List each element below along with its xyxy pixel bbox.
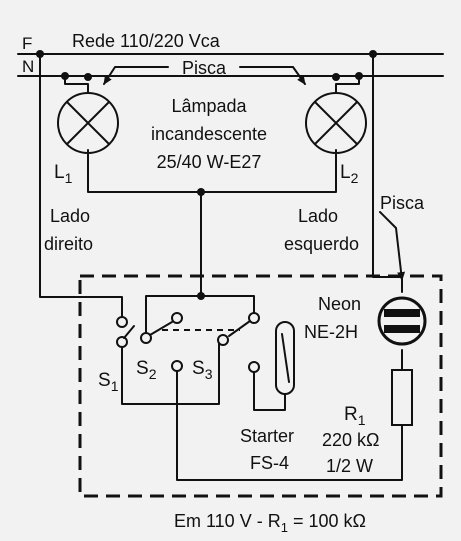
blink-arrow-left: [103, 66, 169, 85]
starter-symbol: [275, 321, 295, 395]
starter-label-1: Starter: [240, 426, 294, 446]
lamp-l1-symbol: [57, 92, 119, 154]
l1-label: L1: [54, 162, 73, 186]
blink-arrow-neon: [379, 211, 406, 281]
starter-label-2: FS-4: [250, 453, 289, 473]
neon-label-1: Neon: [318, 294, 361, 314]
blink-arrows: [103, 66, 406, 281]
left-side-label-2: esquerdo: [284, 234, 359, 254]
switch-s1-symbol: [116, 316, 135, 348]
junction-dot: [197, 188, 205, 196]
s1-label: S1: [98, 370, 119, 394]
resistor-r1-symbol: [391, 369, 413, 426]
s1-bottom-wire: [121, 341, 220, 405]
blink-label-top: Pisca: [182, 58, 227, 78]
neon-lamp-symbol: [377, 296, 427, 346]
junctions: [36, 50, 377, 300]
junction-dot: [84, 73, 92, 81]
junction-dot: [355, 72, 363, 80]
r1-power-label: 1/2 W: [326, 456, 373, 476]
junction-dot: [197, 292, 205, 300]
junction-dot: [36, 50, 44, 58]
blink-arrow-right: [239, 66, 306, 85]
r1-label: R1: [344, 404, 366, 428]
s2-bottom-wire: [176, 369, 403, 481]
r1-value-label: 220 kΩ: [322, 430, 380, 450]
l2-label: L2: [340, 162, 359, 186]
note-label: Em 110 V - R1 = 100 kΩ: [174, 511, 366, 535]
junction-dot: [61, 72, 69, 80]
junction-dot: [369, 50, 377, 58]
switch-s2-symbol: [140, 312, 183, 372]
right-side-label-2: direito: [44, 234, 93, 254]
mains-lines: [17, 53, 444, 77]
left-side-label-1: Lado: [298, 206, 338, 226]
enclosure-box: [78, 274, 443, 498]
switch-s3-symbol: [217, 312, 260, 373]
s3-to-starter-wire: [253, 371, 286, 411]
lamp-label-line1: Lâmpada: [171, 96, 247, 116]
s2-label: S2: [136, 358, 157, 382]
mains-label: Rede 110/220 Vca: [72, 31, 221, 51]
phase-to-s1-wire: [39, 53, 123, 317]
neutral-label: N: [22, 57, 34, 76]
junction-dot: [332, 73, 340, 81]
blink-label-right: Pisca: [380, 193, 425, 213]
lamp-l2-symbol: [305, 92, 367, 154]
neon-label-2: NE-2H: [304, 322, 358, 342]
lamp-label-line3: 25/40 W-E27: [157, 152, 262, 172]
s3-label: S3: [192, 358, 213, 382]
phase-to-neon-wire: [372, 53, 403, 293]
lamp-label-line2: incandescente: [151, 124, 267, 144]
lamps-common-wire: [87, 149, 337, 193]
phase-label: F: [22, 34, 32, 53]
labels: F N Rede 110/220 Vca Pisca Lâmpada incan…: [22, 31, 425, 535]
right-side-label-1: Lado: [50, 206, 90, 226]
